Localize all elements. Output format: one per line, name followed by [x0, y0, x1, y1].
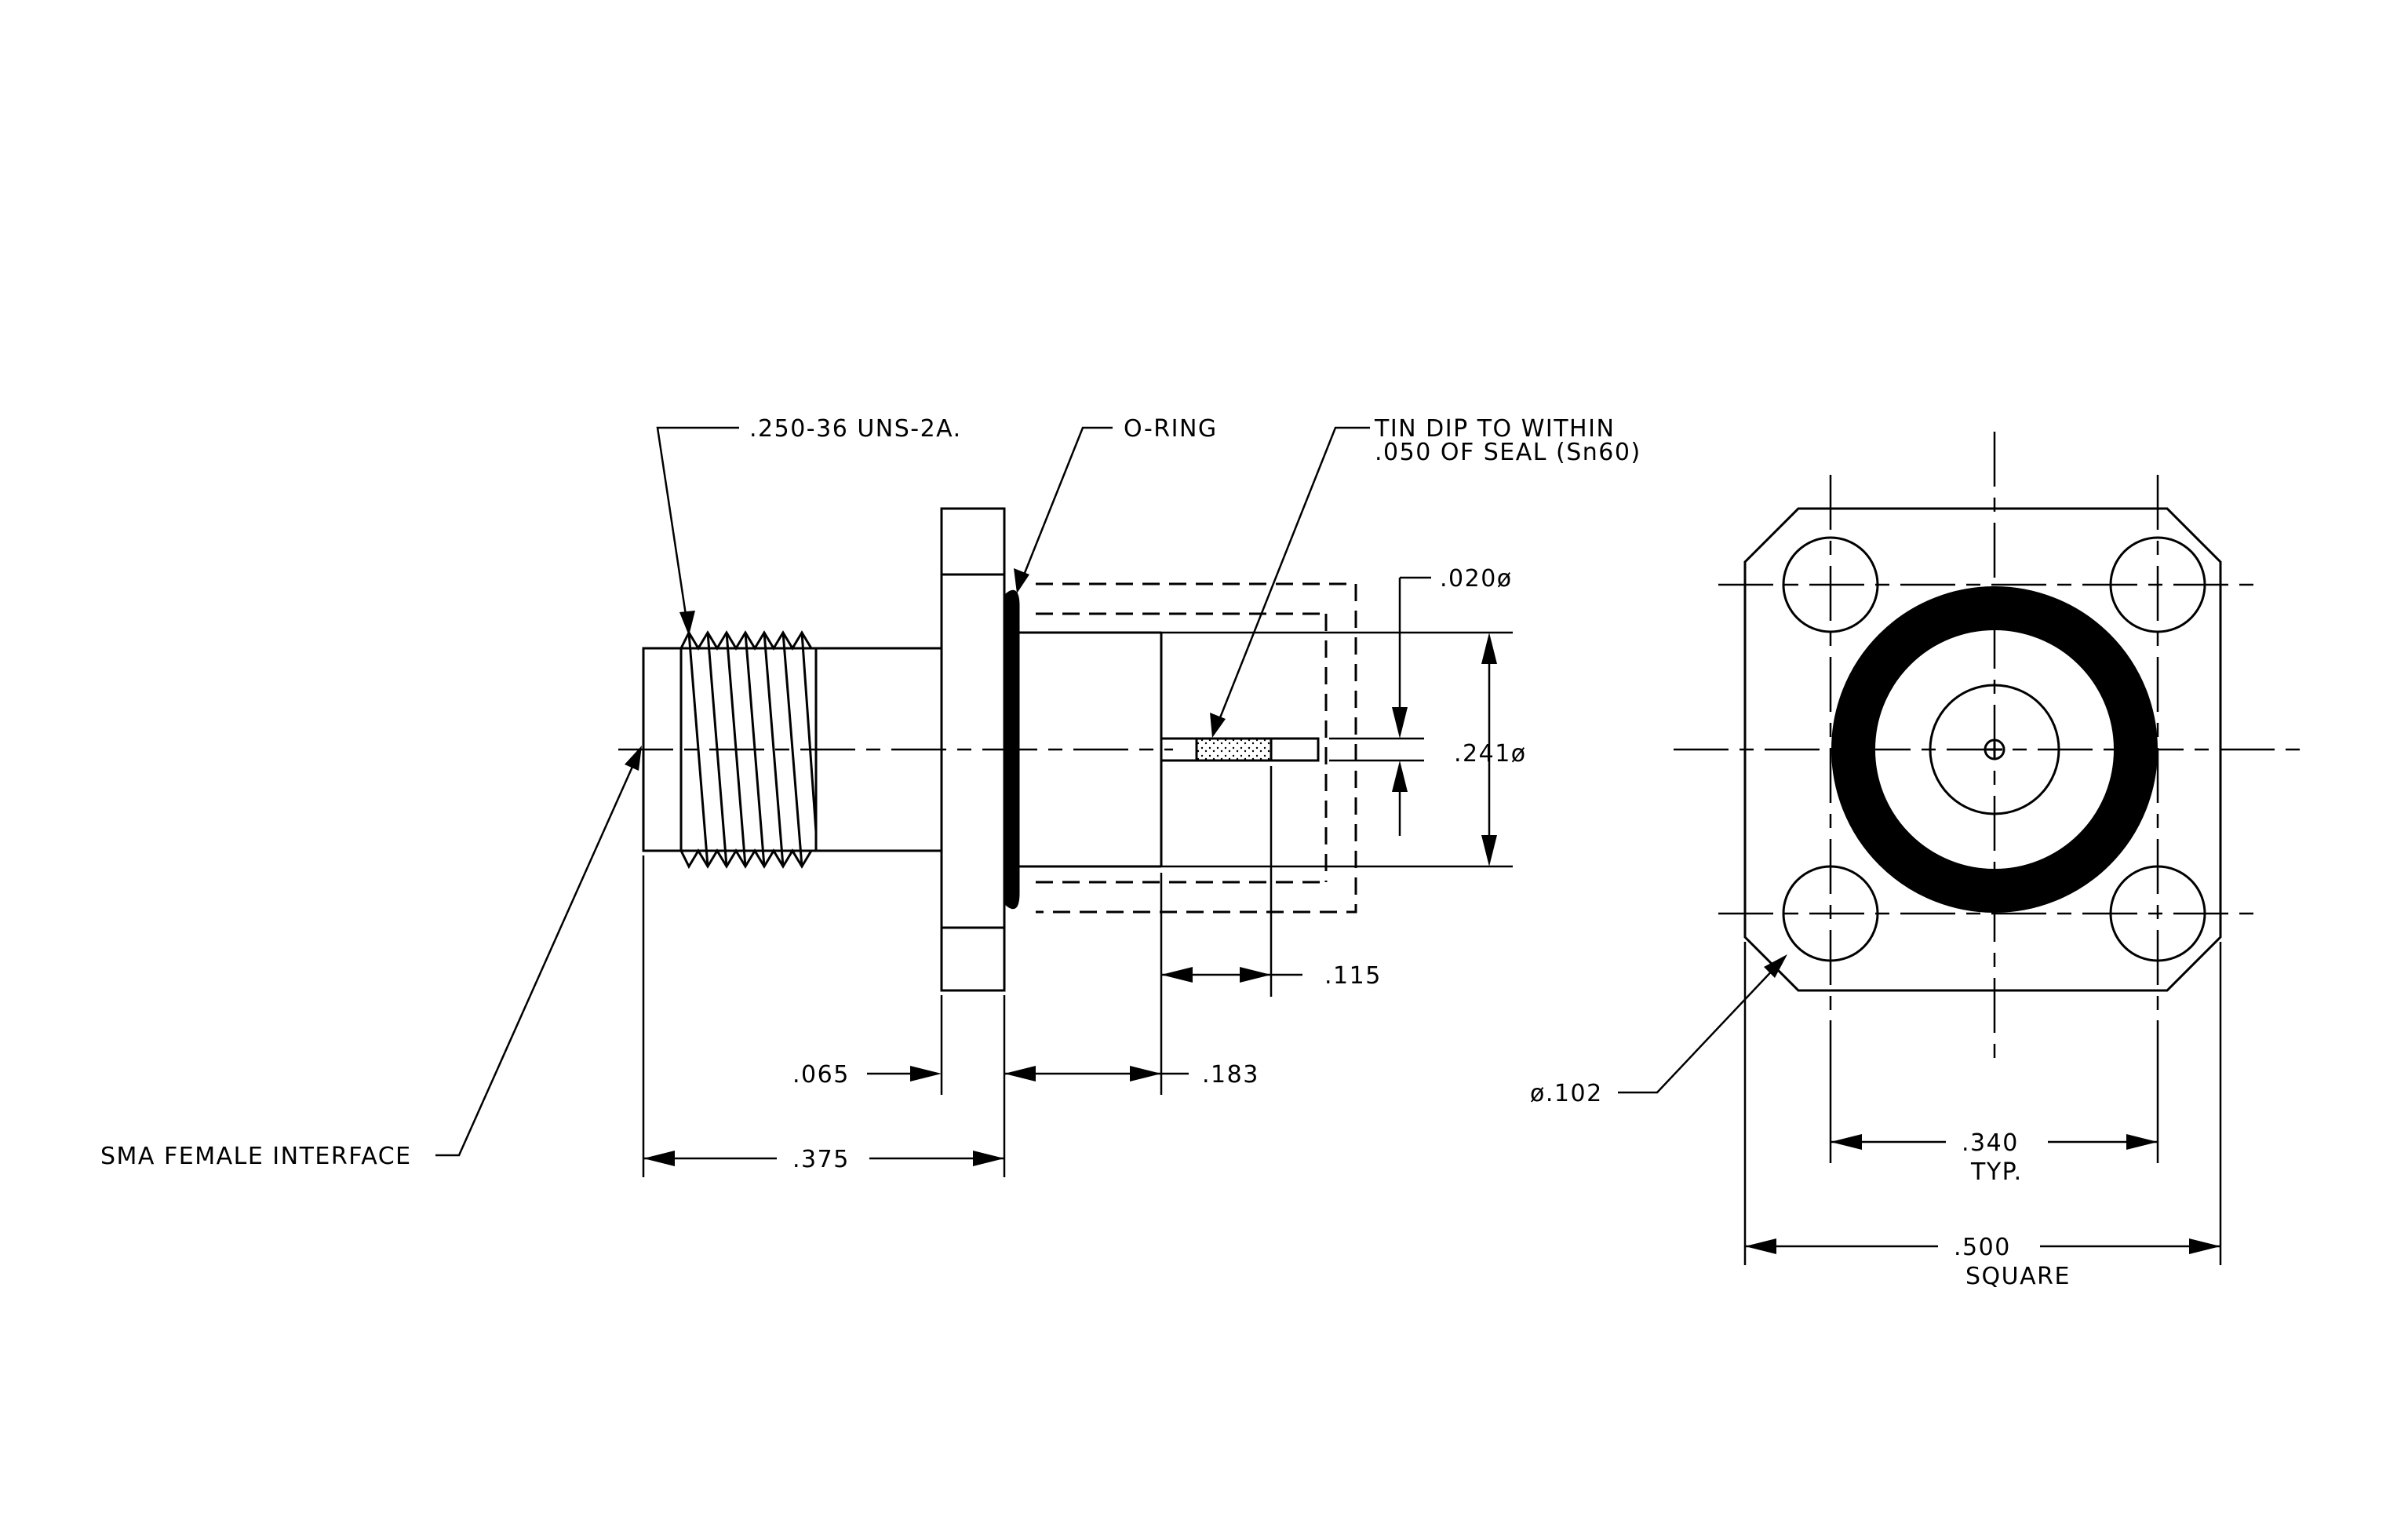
thread-callout: .250-36 UNS-2A. — [749, 415, 962, 443]
flange-outline — [1743, 507, 2222, 992]
body-length-dim: .183 — [1202, 1061, 1259, 1089]
tin-dip-note-line1: TIN DIP TO WITHIN — [1374, 415, 1615, 443]
o-ring-callout: O-RING — [1124, 415, 1218, 443]
connector-neck — [814, 647, 942, 852]
interface-plug — [642, 647, 683, 852]
flange-size-dim: .500 — [1954, 1234, 2011, 1261]
front-view — [1674, 432, 2307, 1067]
front-view-labels: ø.102 .340 TYP. .500 SQUARE — [1530, 1080, 2071, 1290]
hole-spacing-dim: .340 — [1962, 1129, 2019, 1157]
tin-dip-note-line2: .050 OF SEAL (Sn60) — [1375, 439, 1641, 466]
front-view-dimensions — [1618, 942, 2222, 1265]
contact-pin — [1160, 737, 1320, 762]
threaded-section — [679, 629, 818, 870]
pin-length-dim: .115 — [1324, 962, 1382, 990]
mating-outline — [1036, 582, 1357, 914]
side-view-labels: .250-36 UNS-2A. O-RING TIN DIP TO WITHIN… — [100, 415, 1641, 1173]
interface-callout: SMA FEMALE INTERFACE — [100, 1143, 412, 1170]
hole-spacing-note: TYP. — [1970, 1158, 2023, 1186]
overall-length-dim: .375 — [792, 1146, 850, 1173]
body-diameter-dim: .241ø — [1454, 740, 1527, 768]
hole-diameter-dim: ø.102 — [1530, 1080, 1603, 1107]
pin-diameter-dim: .020ø — [1440, 565, 1513, 593]
side-view — [618, 507, 1357, 992]
o-ring — [1003, 589, 1020, 910]
flange-thickness-dim: .065 — [792, 1061, 850, 1089]
side-view-dimensions — [435, 426, 1513, 1177]
front-view-centerlines — [1674, 432, 2307, 1067]
tin-dip-zone — [1195, 737, 1273, 762]
flange-size-note: SQUARE — [1965, 1263, 2071, 1290]
